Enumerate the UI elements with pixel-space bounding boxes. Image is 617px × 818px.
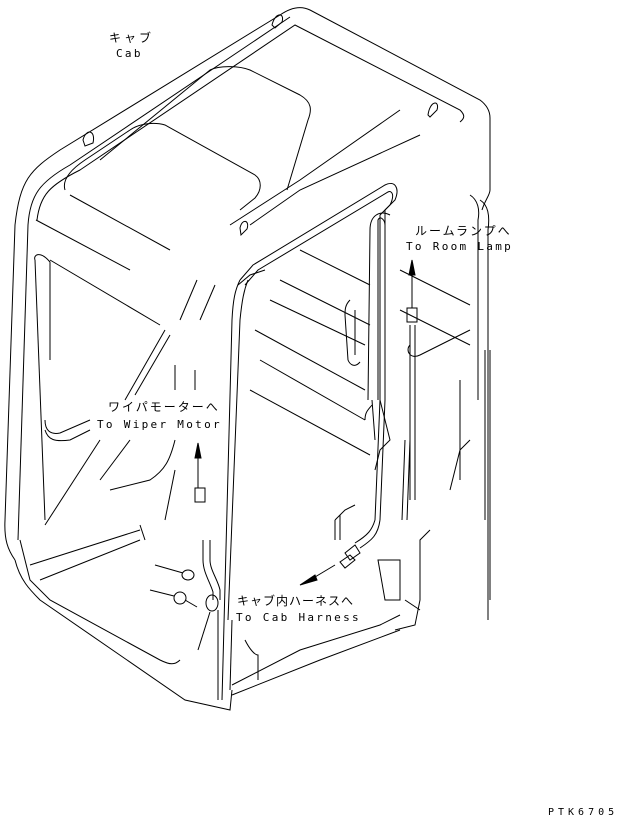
room-lamp-arrow-icon bbox=[409, 260, 415, 275]
room-lamp-label-en: To Room Lamp bbox=[406, 240, 514, 253]
connectors bbox=[150, 308, 417, 700]
cab-right-pillar bbox=[365, 195, 490, 630]
wiper-motor-label-jp: ワイパモーターへ bbox=[108, 400, 220, 414]
drawing-code: PTK6705 bbox=[548, 807, 617, 818]
cab-roof-outline bbox=[15, 8, 490, 270]
cab-harness-label-jp: キャブ内ハーネスへ bbox=[237, 594, 355, 608]
cab-label-en: Cab bbox=[116, 47, 143, 60]
room-lamp-label-jp: ルームランプへ bbox=[415, 224, 512, 238]
cab-harness-label-en: To Cab Harness bbox=[236, 611, 361, 624]
cab-center-pillar bbox=[45, 270, 265, 700]
wiper-motor-connector bbox=[195, 488, 205, 502]
cab-harness-arrow-icon bbox=[300, 575, 317, 585]
cab-label-jp: キャブ bbox=[109, 31, 155, 45]
clamp-icon bbox=[182, 570, 194, 580]
callout-arrows bbox=[195, 260, 415, 585]
cab-floor-frame bbox=[15, 525, 400, 710]
grommet-icon bbox=[206, 595, 218, 611]
clip-icon bbox=[174, 592, 186, 604]
cab-left-pillar bbox=[5, 225, 160, 560]
wiper-motor-arrow-icon bbox=[195, 443, 201, 458]
cab-rear-window-frame bbox=[250, 250, 470, 455]
wiper-motor-label-en: To Wiper Motor bbox=[97, 418, 222, 431]
room-lamp-connector bbox=[407, 308, 417, 322]
harness-routing bbox=[203, 183, 415, 600]
